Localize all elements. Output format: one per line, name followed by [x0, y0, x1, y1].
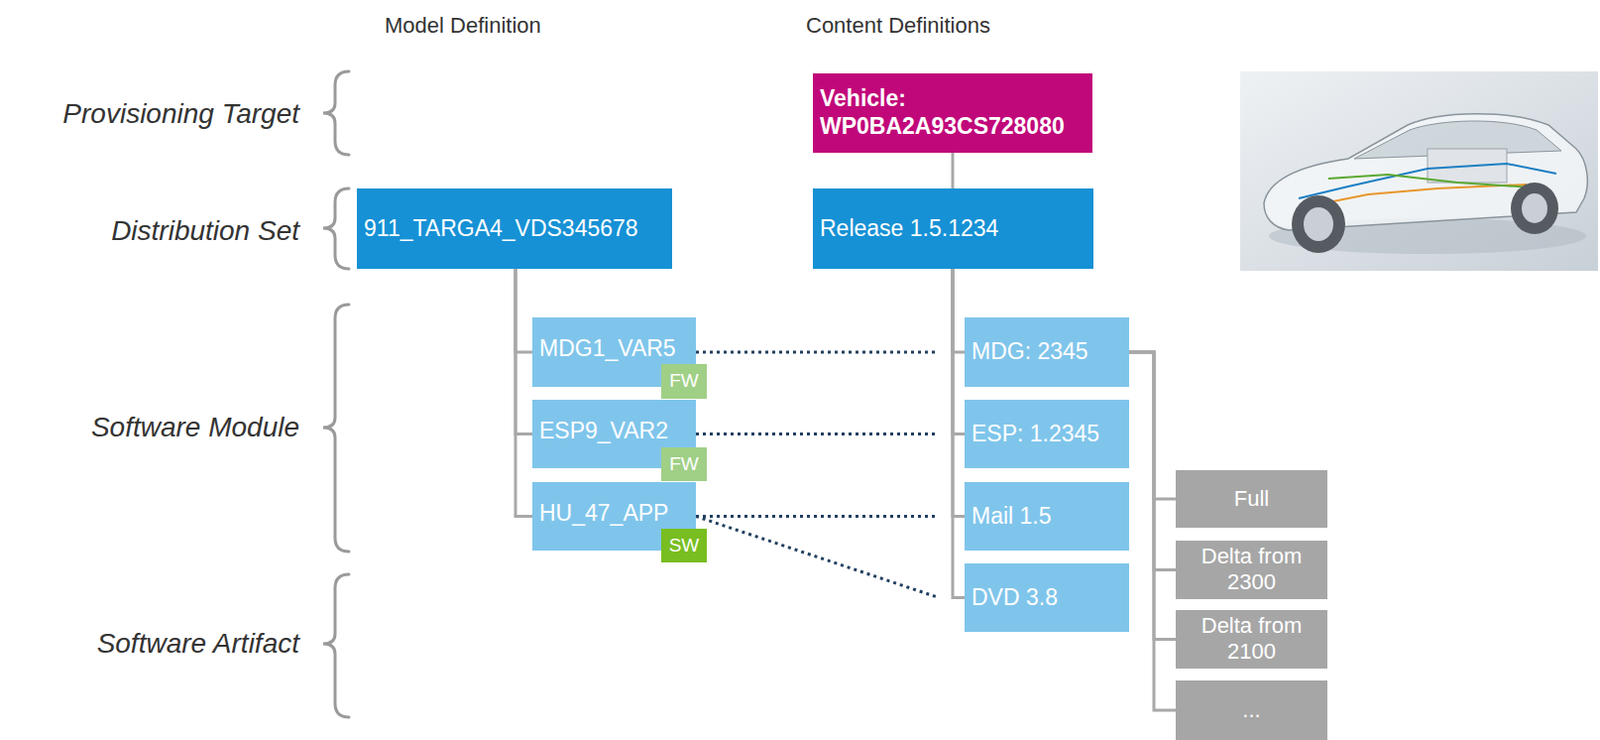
tree-line: [951, 152, 955, 189]
software-module-box: HU_47_APPSW: [532, 481, 696, 551]
node-text: FW: [663, 369, 705, 393]
software-tag: SW: [661, 528, 707, 563]
software-artifact-box: Delta from 2100: [1175, 609, 1328, 669]
tree-line: [952, 268, 965, 352]
tree-line: [515, 268, 533, 352]
mapping-line: [695, 432, 939, 436]
node-text: ...: [1180, 696, 1323, 723]
tree-line: [515, 268, 533, 435]
firmware-tag: FW: [661, 447, 707, 481]
tree-line: [515, 268, 533, 517]
node-text: SW: [663, 534, 705, 558]
mapping-line: [695, 350, 939, 354]
node-text: FW: [663, 453, 705, 476]
software-module-box: ESP: 1.2345: [964, 399, 1130, 468]
vehicle-illustration: [1240, 71, 1599, 271]
node-text: HU_47_APP: [539, 499, 689, 528]
node-text: Mail 1.5: [971, 502, 1123, 531]
column-header: Model Definition: [384, 9, 542, 42]
node-text: Delta from 2100: [1180, 612, 1323, 666]
node-text: ESP: 1.2345: [971, 420, 1123, 449]
row-label: Provisioning Target: [62, 96, 300, 132]
software-module-box: DVD 3.8: [964, 563, 1130, 632]
software-artifact-box: ...: [1175, 680, 1328, 740]
row-brace: [323, 71, 349, 717]
node-text: 911_TARGA4_VDS345678: [363, 215, 666, 243]
tree-line: [952, 268, 965, 435]
node-text: Release 1.5.1234: [819, 215, 1087, 243]
software-module-box: ESP9_VAR2FW: [532, 399, 696, 468]
software-module-box: Mail 1.5: [964, 481, 1130, 551]
software-artifact-box: Delta from 2300: [1175, 540, 1328, 599]
software-module-box: MDG: 2345: [964, 317, 1130, 387]
provisioning-target-box: Vehicle: WP0BA2A93CS728080: [812, 73, 1093, 153]
row-label: Software Artifact: [97, 625, 300, 662]
software-artifact-box: Full: [1175, 469, 1328, 528]
tree-line: [952, 268, 965, 598]
tree-line: [1129, 351, 1176, 710]
software-module-box: MDG1_VAR5FW: [532, 317, 696, 387]
row-label: Distribution Set: [111, 213, 300, 249]
node-text: Vehicle: WP0BA2A93CS728080: [819, 85, 1086, 140]
distribution-set-box: Release 1.5.1234: [812, 188, 1094, 269]
row-label: Software Module: [91, 409, 300, 446]
distribution-set-box: 911_TARGA4_VDS345678: [356, 188, 673, 269]
tree-line: [952, 268, 965, 517]
node-text: MDG: 2345: [971, 338, 1123, 366]
node-text: ESP9_VAR2: [539, 417, 689, 446]
node-text: MDG1_VAR5: [539, 335, 689, 363]
mapping-line: [695, 516, 939, 598]
node-text: DVD 3.8: [971, 583, 1123, 612]
node-text: Full: [1180, 485, 1323, 512]
node-text: Delta from 2300: [1180, 543, 1323, 596]
firmware-tag: FW: [661, 363, 707, 399]
column-header: Content Definitions: [805, 9, 991, 42]
mapping-line: [695, 514, 939, 518]
